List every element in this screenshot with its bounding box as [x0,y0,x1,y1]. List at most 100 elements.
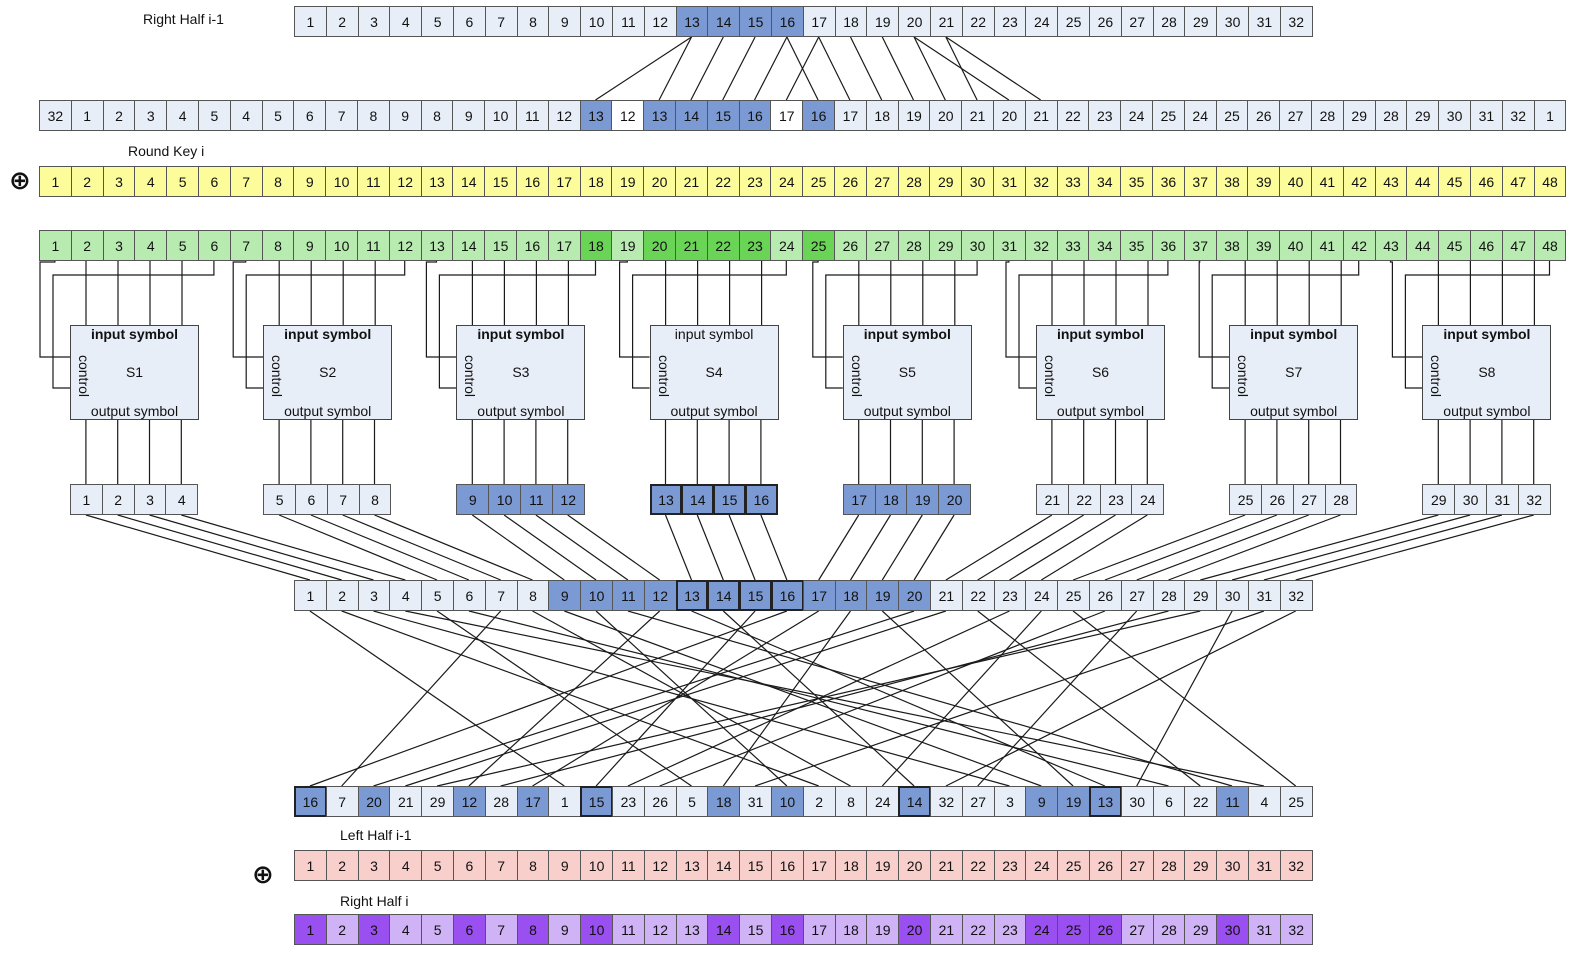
sbox-name: S6 [1091,364,1110,380]
pbox-output-cell: 28 [484,786,518,817]
xor-result-cell: 6 [198,230,231,261]
right-half-new-cell: 18 [834,914,868,945]
permutation-wire [468,610,1169,787]
sbox-output-cell: 32 [1517,484,1551,515]
right-half-new-cell: 12 [643,914,677,945]
sbox-control-wire [618,261,650,358]
left-half-prev-cell: 27 [1120,850,1154,881]
sbox-to-pbox-wire [1231,514,1471,581]
round-key-cell: 1 [39,166,72,197]
pbox-output-cell: 32 [930,786,963,817]
expansion-cell: 8 [420,100,454,131]
expansion-cell: 26 [1247,100,1281,131]
sbox-to-pbox-wire [760,514,788,581]
sbox-name: S1 [125,364,144,380]
permutation-wire [881,610,1074,787]
expansion-cell: 19 [897,100,931,131]
pbox-input-cell: 24 [1025,580,1059,611]
round-key-cell: 40 [1279,166,1312,197]
xor-result-cell: 24 [770,230,804,261]
xor-result-cell: 10 [325,230,358,261]
xor-result-cell: 42 [1342,230,1376,261]
expansion-cell: 24 [1183,100,1217,131]
pbox-output-cell: 23 [612,786,645,817]
round-key-cell: 24 [770,166,804,197]
sbox-to-pbox-wire [85,514,311,581]
sbox-control-wire [245,261,406,389]
pbox-output-cell: 11 [1216,786,1249,817]
pbox-output-cell: 24 [866,786,900,817]
right-half-prev-cell: 8 [516,6,550,37]
pbox-output-cell: 30 [1120,786,1154,817]
expansion-cell: 25 [1152,100,1185,131]
left-half-prev-cell: 32 [1279,850,1313,881]
left-half-prev-label: Left Half i-1 [340,827,412,843]
sbox-input-label: input symbol [477,326,565,342]
sbox-output-cell: 16 [745,484,778,515]
permutation-wire [436,610,692,787]
left-half-prev-cell: 9 [548,850,582,881]
expansion-wire [753,36,788,101]
right-half-new-cell: 13 [675,914,709,945]
left-half-prev-cell: 30 [1216,850,1249,881]
expansion-cell: 28 [1311,100,1344,131]
right-half-new-cell: 31 [1248,914,1281,945]
expansion-wire [785,36,820,101]
left-half-prev-cell: 25 [1057,850,1090,881]
xor-result-cell: 1 [39,230,72,261]
right-half-new-cell: 1 [294,914,327,945]
xor-round-key-symbol: ⊕ [9,166,31,196]
pbox-input-cell: 21 [930,580,963,611]
expansion-wire [690,36,724,101]
xor-result-cell: 43 [1374,230,1408,261]
sbox-output-cell: 9 [456,484,490,515]
right-half-prev-cell: 25 [1057,6,1090,37]
sbox-to-pbox-wire [1295,514,1534,581]
right-half-new-cell: 22 [961,914,995,945]
round-key-cell: 14 [452,166,486,197]
round-key-cell: 35 [1120,166,1153,197]
pbox-input-cell: 26 [1089,580,1122,611]
sbox-input-label: input symbol [674,326,754,342]
right-half-prev-cell: 31 [1248,6,1281,37]
pbox-input-cell: 23 [993,580,1027,611]
sbox-output-cell: 6 [295,484,328,515]
xor-result-cell: 22 [706,230,740,261]
left-half-prev-cell: 14 [707,850,741,881]
sbox-output-cell: 28 [1324,484,1358,515]
expansion-cell: 16 [738,100,772,131]
right-half-new-cell: 11 [612,914,645,945]
right-half-new-cell: 2 [325,914,359,945]
xor-result-cell: 17 [547,230,581,261]
xor-left-half-symbol: ⊕ [252,860,274,890]
xor-result-cell: 12 [388,230,422,261]
round-key-cell: 4 [134,166,168,197]
round-key-cell: 9 [293,166,327,197]
sbox-to-pbox-wire [1072,514,1246,581]
right-half-prev-cell: 1 [294,6,327,37]
xor-result-cell: 40 [1279,230,1312,261]
expansion-cell: 31 [1470,100,1503,131]
expansion-wire [595,36,692,101]
right-half-new-cell: 24 [1025,914,1059,945]
expansion-cell: 11 [516,100,549,131]
sbox-output-cell: 22 [1067,484,1101,515]
right-half-new-cell: 16 [771,914,804,945]
round-key-cell: 10 [325,166,358,197]
expansion-wire [722,36,756,101]
left-half-prev-cell: 5 [421,850,454,881]
right-half-prev-cell: 4 [389,6,423,37]
right-half-new-cell: 6 [453,914,486,945]
round-key-cell: 6 [198,166,231,197]
pbox-output-cell: 21 [389,786,423,817]
pbox-output-cell: 10 [771,786,804,817]
right-half-new-cell: 26 [1089,914,1122,945]
expansion-cell: 5 [261,100,295,131]
xor-result-cell: 7 [229,230,263,261]
pbox-output-cell: 19 [1057,786,1090,817]
expansion-cell: 1 [1533,100,1567,131]
